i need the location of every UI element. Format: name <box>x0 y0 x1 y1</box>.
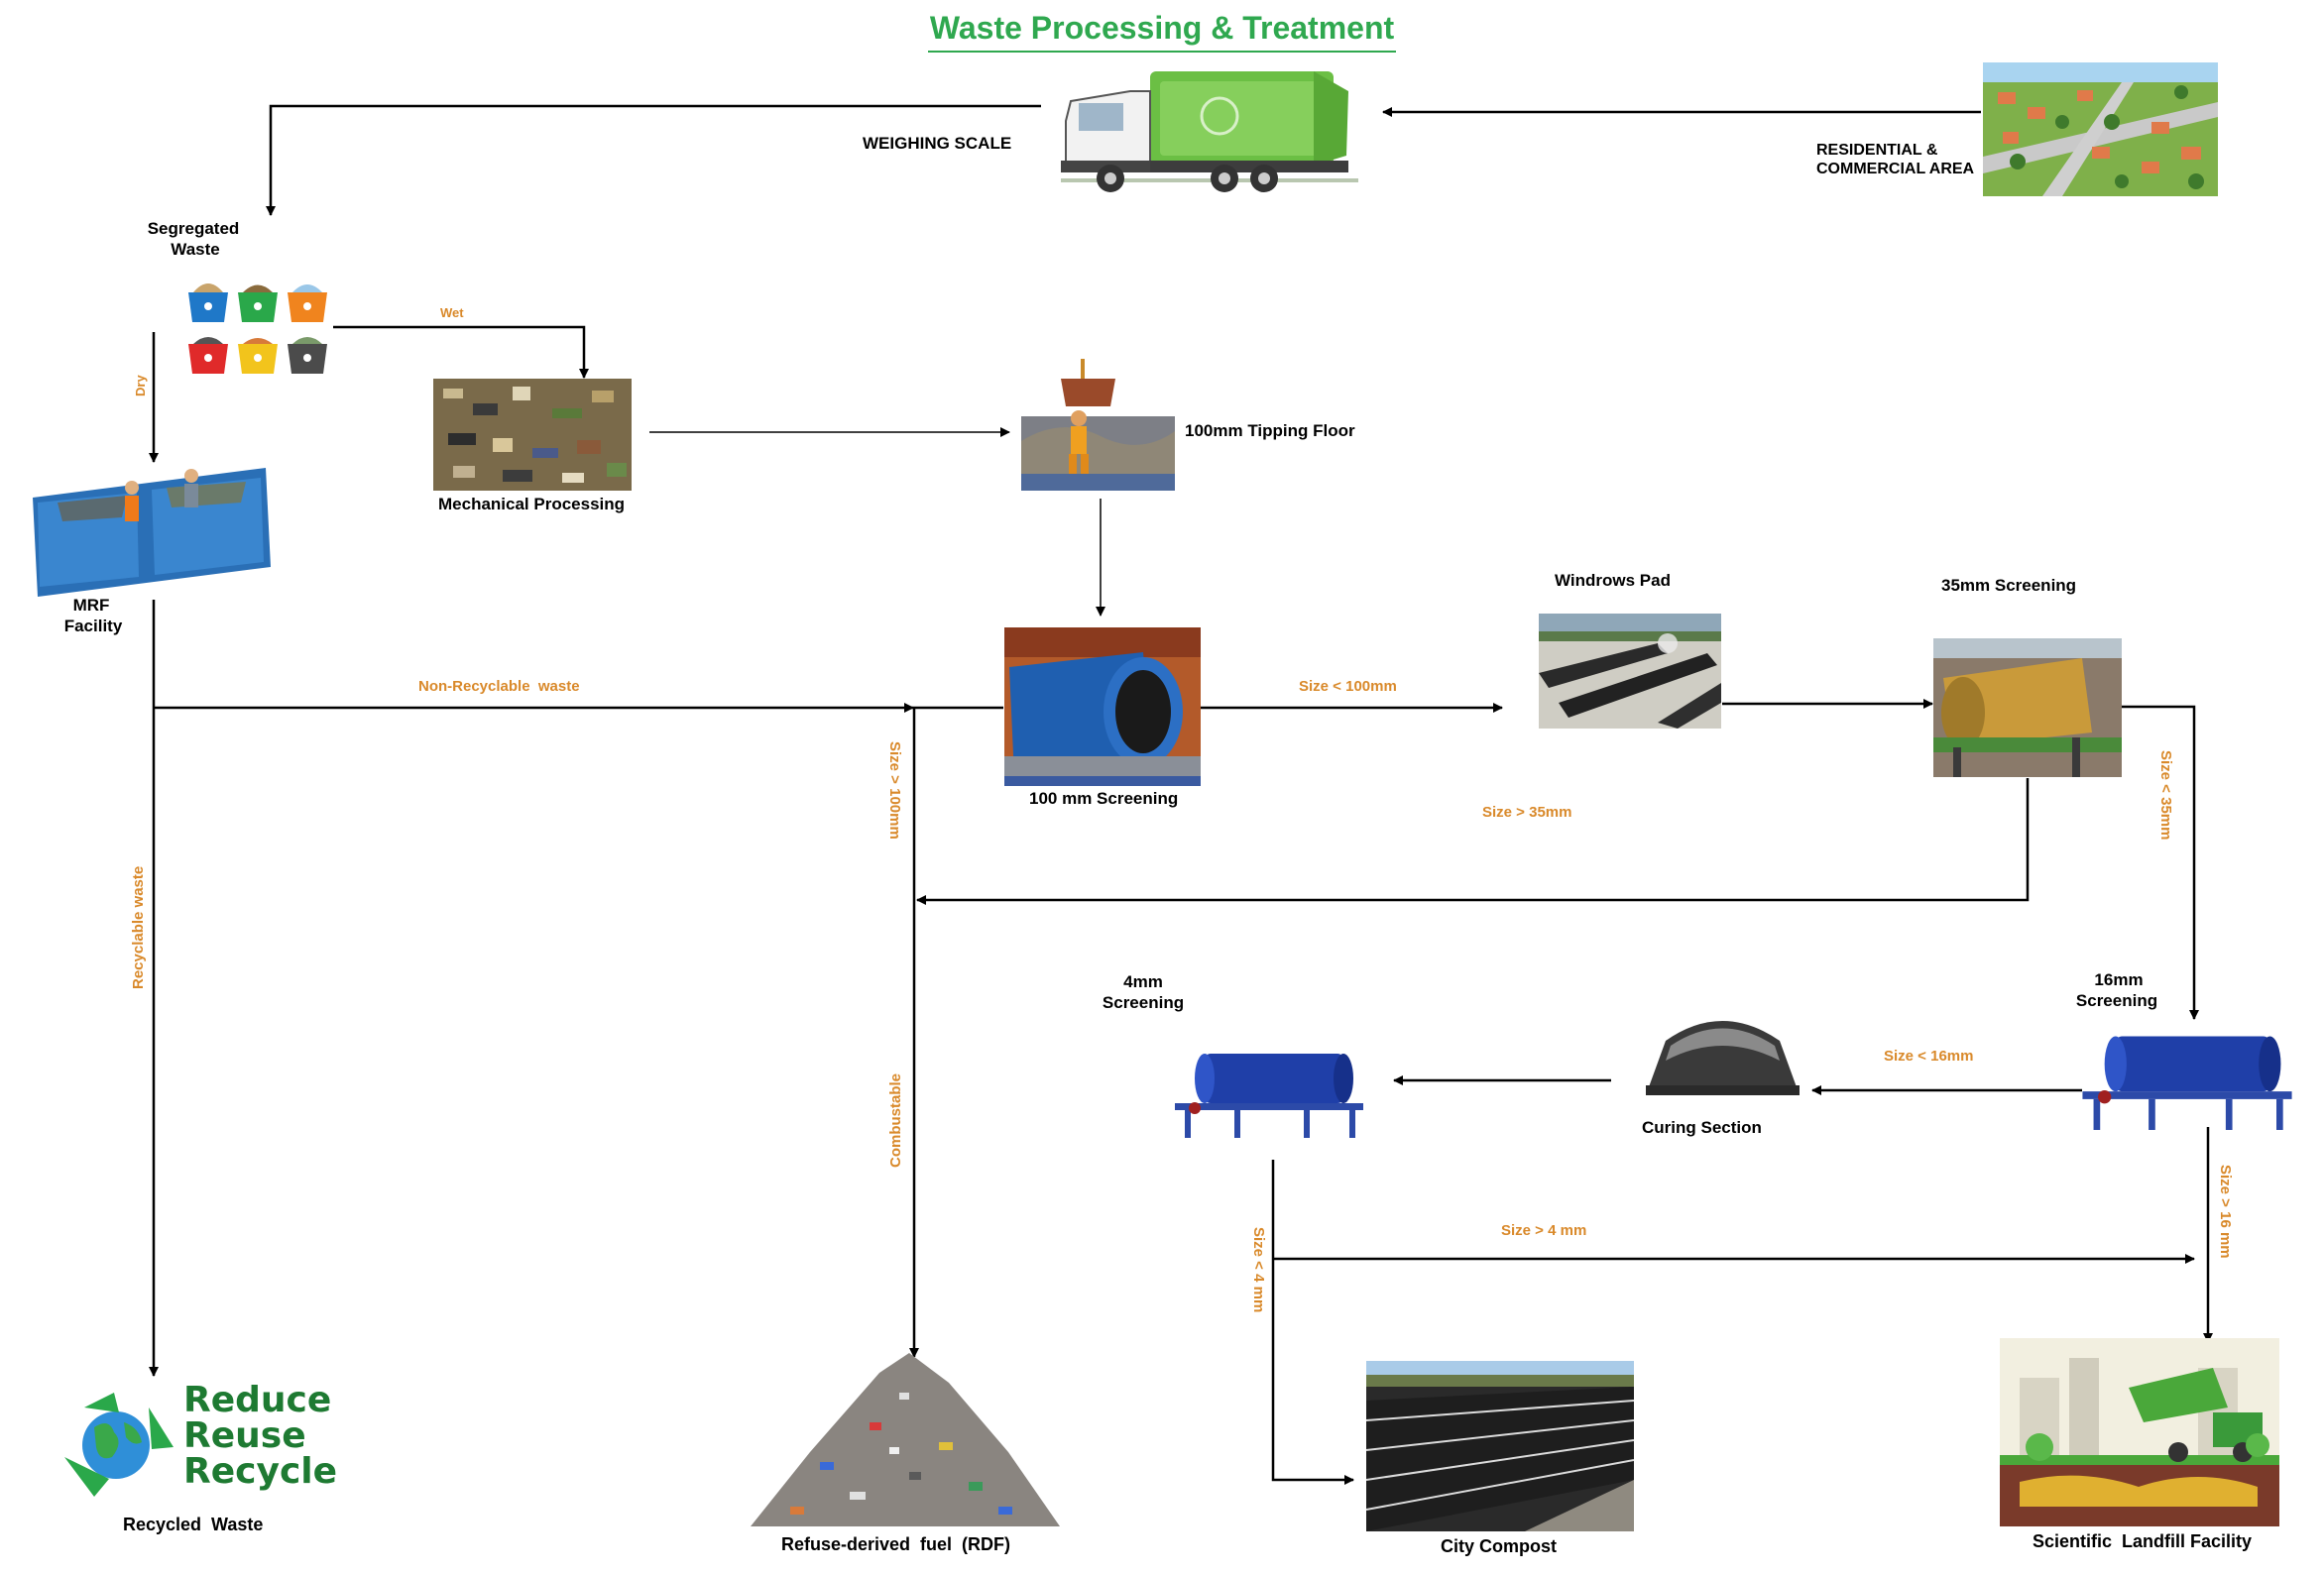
landfill-label: Scientific Landfill Facility <box>2033 1531 2253 1551</box>
arrow-wet <box>333 325 589 379</box>
screening-4mm-label-line1: 4mm <box>1123 972 1163 991</box>
weighing-scale-label: WEIGHING SCALE <box>863 134 1012 153</box>
rdf-pile-image <box>751 1343 1060 1526</box>
landfill-image <box>2000 1338 2279 1526</box>
recycle-globe-icon <box>55 1388 178 1502</box>
windrows-pad-image <box>1539 614 1721 729</box>
arrow-size-lt-35 <box>2122 705 2199 1020</box>
flow-label-size-gt-4: Size > 4 mm <box>1501 1222 1587 1239</box>
flow-label-non-recyclable: Non-Recyclable waste <box>418 678 580 695</box>
mrf-facility-label-line2: Facility <box>63 617 123 635</box>
flow-label-wet: Wet <box>440 305 464 320</box>
flow-label-size-lt-4: Size < 4 mm <box>1250 1227 1267 1313</box>
mrf-facility-label-line1: MRF <box>72 596 110 615</box>
arrow-size-gt-35 <box>916 778 2030 905</box>
tipping-floor-label: 100mm Tipping Floor <box>1185 421 1355 440</box>
screening-35mm-image <box>1933 638 2122 777</box>
screening-100mm-label: 100 mm Screening <box>1029 789 1179 808</box>
screening-16mm-label-line1: 16mm <box>2094 970 2144 989</box>
arrow-truck-to-segregated <box>266 104 1041 216</box>
windrows-pad-label: Windrows Pad <box>1555 571 1671 590</box>
flow-label-recyclable: Recyclable waste <box>130 865 147 989</box>
arrow-combustable <box>909 706 1003 1358</box>
tipping-floor-image <box>1021 357 1175 491</box>
segregated-waste-label-line1: Segregated <box>147 219 240 238</box>
screening-35mm-label: 35mm Screening <box>1941 576 2077 595</box>
slogan-reduce: Reduce <box>183 1380 332 1420</box>
flow-label-size-gt-100: Size > 100mm <box>886 741 903 840</box>
screening-4mm-drum-icon <box>1175 1049 1363 1138</box>
flow-label-combustable: Combustable <box>887 1072 904 1168</box>
city-compost-image <box>1366 1361 1634 1531</box>
arrow-size-lt-4 <box>1271 1160 1354 1485</box>
flow-label-dry: Dry <box>133 375 148 396</box>
flow-label-size-gt-16: Size > 16 mm <box>2217 1165 2234 1259</box>
segregated-bins-icon <box>183 273 332 384</box>
flow-label-size-lt-16: Size < 16mm <box>1884 1048 1974 1065</box>
slogan-reuse: Reuse <box>183 1415 306 1456</box>
segregated-waste-label-line2: Waste <box>171 240 220 259</box>
screening-16mm-label-line2: Screening <box>2075 991 2158 1010</box>
flow-label-size-lt-35: Size < 35mm <box>2157 750 2174 841</box>
slogan-recycle: Recycle <box>183 1451 338 1492</box>
city-compost-label: City Compost <box>1441 1536 1557 1556</box>
residential-area-image <box>1983 62 2218 196</box>
screening-4mm-label-line2: Screening <box>1102 993 1185 1012</box>
rdf-label: Refuse-derived fuel (RDF) <box>781 1534 1011 1554</box>
page-title: Waste Processing & Treatment <box>927 10 1397 53</box>
mechanical-processing-label: Mechanical Processing <box>438 495 626 513</box>
recycled-waste-label: Recycled Waste <box>123 1515 264 1534</box>
recycle-slogan: Reduce Reuse Recycle <box>183 1383 357 1502</box>
screening-100mm-image <box>1004 627 1201 786</box>
residential-area-label-line2: COMMERCIAL AREA <box>1816 161 1975 177</box>
garbage-truck-icon <box>1061 61 1358 205</box>
mechanical-processing-image <box>433 379 632 491</box>
mrf-facility-image <box>28 458 276 605</box>
title-container: Waste Processing & Treatment <box>0 10 2324 53</box>
flow-label-size-lt-100: Size < 100mm <box>1299 678 1397 695</box>
screening-16mm-drum-icon <box>2082 1031 2292 1130</box>
residential-area-label-line1: RESIDENTIAL & <box>1816 142 1938 159</box>
flow-label-size-gt-35: Size > 35mm <box>1482 804 1572 821</box>
curing-section-label: Curing Section <box>1642 1118 1762 1137</box>
curing-pile-image <box>1646 1001 1800 1095</box>
